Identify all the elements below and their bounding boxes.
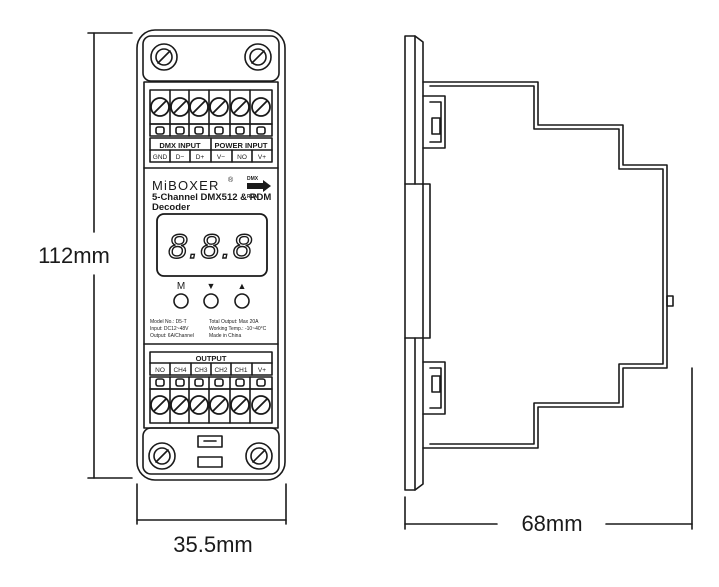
terminal-label-out-v-plus: V+ (258, 367, 266, 374)
side-view (404, 35, 674, 491)
mounting-hole-bottom-right (245, 442, 273, 470)
width-dimension (136, 483, 287, 525)
spec-input: Input: DC12~48V (150, 326, 189, 332)
terminal-screw-icon (150, 395, 170, 415)
terminal-screw-icon (150, 97, 170, 117)
spec-model-no: Model No.: D5-T (150, 319, 187, 325)
down-button-label: ▼ (207, 281, 216, 291)
spec-output: Output: 6A/Channel (150, 333, 194, 339)
top-terminal-pins (155, 126, 266, 135)
terminal-screw-icon (251, 395, 271, 415)
terminal-screw-icon (230, 395, 250, 415)
trademark-symbol: ® (228, 176, 234, 184)
brand-logo: MiBOXER (152, 178, 220, 193)
terminal-label-d-plus: D+ (196, 154, 205, 161)
output-header: OUTPUT (196, 354, 227, 363)
top-terminal-screws (150, 97, 271, 117)
terminal-screw-icon (251, 97, 271, 117)
terminal-screw-icon (230, 97, 250, 117)
depth-label: 68mm (521, 511, 582, 536)
mounting-hole-bottom-left (148, 442, 176, 470)
dmx-input-header: DMX INPUT (159, 141, 201, 150)
spec-total-output: Total Output: Max 20A (209, 319, 259, 325)
terminal-label-out-no: NO (155, 367, 165, 374)
bottom-terminal-screws (150, 395, 271, 415)
terminal-label-gnd: GND (153, 154, 168, 161)
terminal-label-v-minus: V− (217, 154, 225, 161)
up-button-label: ▲ (238, 281, 247, 291)
height-dimension (87, 32, 133, 479)
terminal-screw-icon (170, 395, 190, 415)
svg-text:RDM: RDM (247, 194, 258, 200)
spec-made-in: Made in China (209, 333, 241, 339)
depth-dimension (404, 367, 693, 530)
din-clip-latch (197, 435, 223, 468)
terminal-label-d-minus: D− (176, 154, 185, 161)
terminal-label-ch1: CH1 (234, 367, 247, 374)
terminal-screw-icon (209, 97, 229, 117)
terminal-screw-icon (209, 395, 229, 415)
dmx-rdm-badge-icon: DMX RDM (247, 176, 271, 200)
power-input-header: POWER INPUT (215, 141, 268, 150)
terminal-label-ch3: CH3 (194, 367, 207, 374)
terminal-screw-icon (189, 395, 209, 415)
mounting-hole-top-right (244, 43, 272, 71)
product-name-line1: 5-Channel DMX512 & RDM (152, 192, 271, 203)
terminal-label-ch2: CH2 (214, 367, 227, 374)
mode-button-label: M (177, 281, 185, 292)
terminal-label-no: NO (237, 154, 247, 161)
terminal-label-ch4: CH4 (173, 367, 186, 374)
front-view (136, 29, 286, 481)
led-display-value: 8.8.8 (168, 228, 254, 266)
spec-working-temp: Working Temp.: -10~40°C (209, 326, 267, 332)
product-name-line2: Decoder (152, 202, 190, 213)
svg-text:DMX: DMX (247, 176, 259, 182)
terminal-label-v-plus: V+ (258, 154, 266, 161)
mounting-hole-top-left (150, 43, 178, 71)
width-label: 35.5mm (173, 532, 252, 557)
terminal-screw-icon (170, 97, 190, 117)
height-label: 112mm (38, 243, 110, 268)
bottom-terminal-pins (155, 378, 266, 387)
terminal-screw-icon (189, 97, 209, 117)
